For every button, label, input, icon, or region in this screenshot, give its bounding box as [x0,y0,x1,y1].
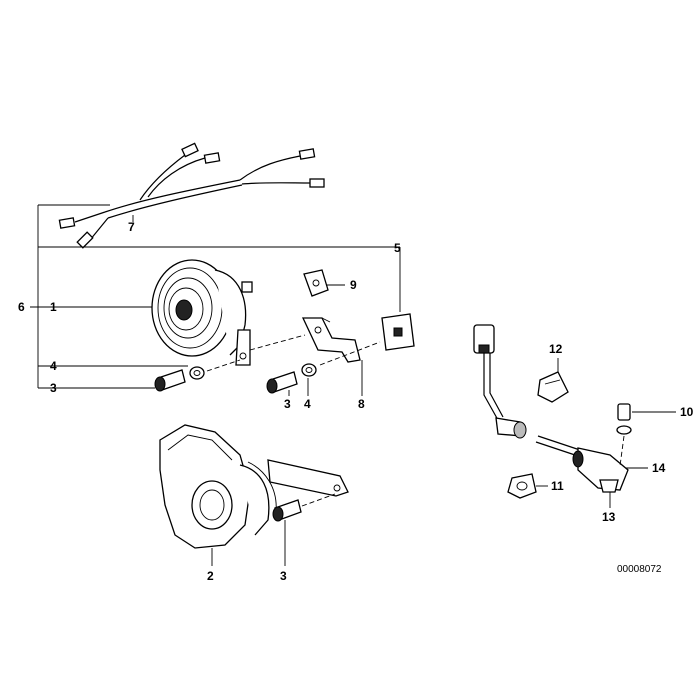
callout-11: 11 [551,479,564,493]
mounting-axis-lines [206,334,381,372]
washer-4-left [189,366,205,380]
bracket-8 [301,317,361,363]
cable-connector [473,324,527,439]
leader-lines [60,215,676,566]
screw-3-left [154,369,186,392]
callout-3-middle: 3 [284,397,291,411]
callout-8: 8 [358,397,365,411]
callout-6: 6 [18,300,25,314]
callout-4-left: 4 [50,359,57,373]
callout-9: 9 [350,278,357,292]
horn-1 [151,259,253,366]
callout-labels: 7 5 6 1 9 4 3 3 4 8 12 10 14 11 13 2 3 [18,220,694,583]
horn-2 [159,424,349,549]
callout-10: 10 [680,405,694,419]
callout-14: 14 [652,461,666,475]
clip-11 [507,473,537,499]
callout-3-bottom: 3 [280,569,287,583]
washer-4-middle [301,363,317,377]
callout-4-middle: 4 [304,397,311,411]
sensor-cable-14 [535,435,629,493]
callout-2: 2 [207,569,214,583]
callout-3-left: 3 [50,381,57,395]
callout-12: 12 [549,342,563,356]
screw-3-middle [266,371,298,394]
pad-5 [381,313,415,351]
clip-12 [537,371,569,403]
screw-10 [616,403,632,467]
callout-13: 13 [602,510,616,524]
clip-nut-9 [303,269,329,297]
drawing-code: 00008072 [617,564,662,575]
screw-3-bottom [272,493,336,522]
callout-1: 1 [50,300,57,314]
callout-5: 5 [394,241,401,255]
wiring-harness [58,142,325,249]
callout-7: 7 [128,220,135,234]
